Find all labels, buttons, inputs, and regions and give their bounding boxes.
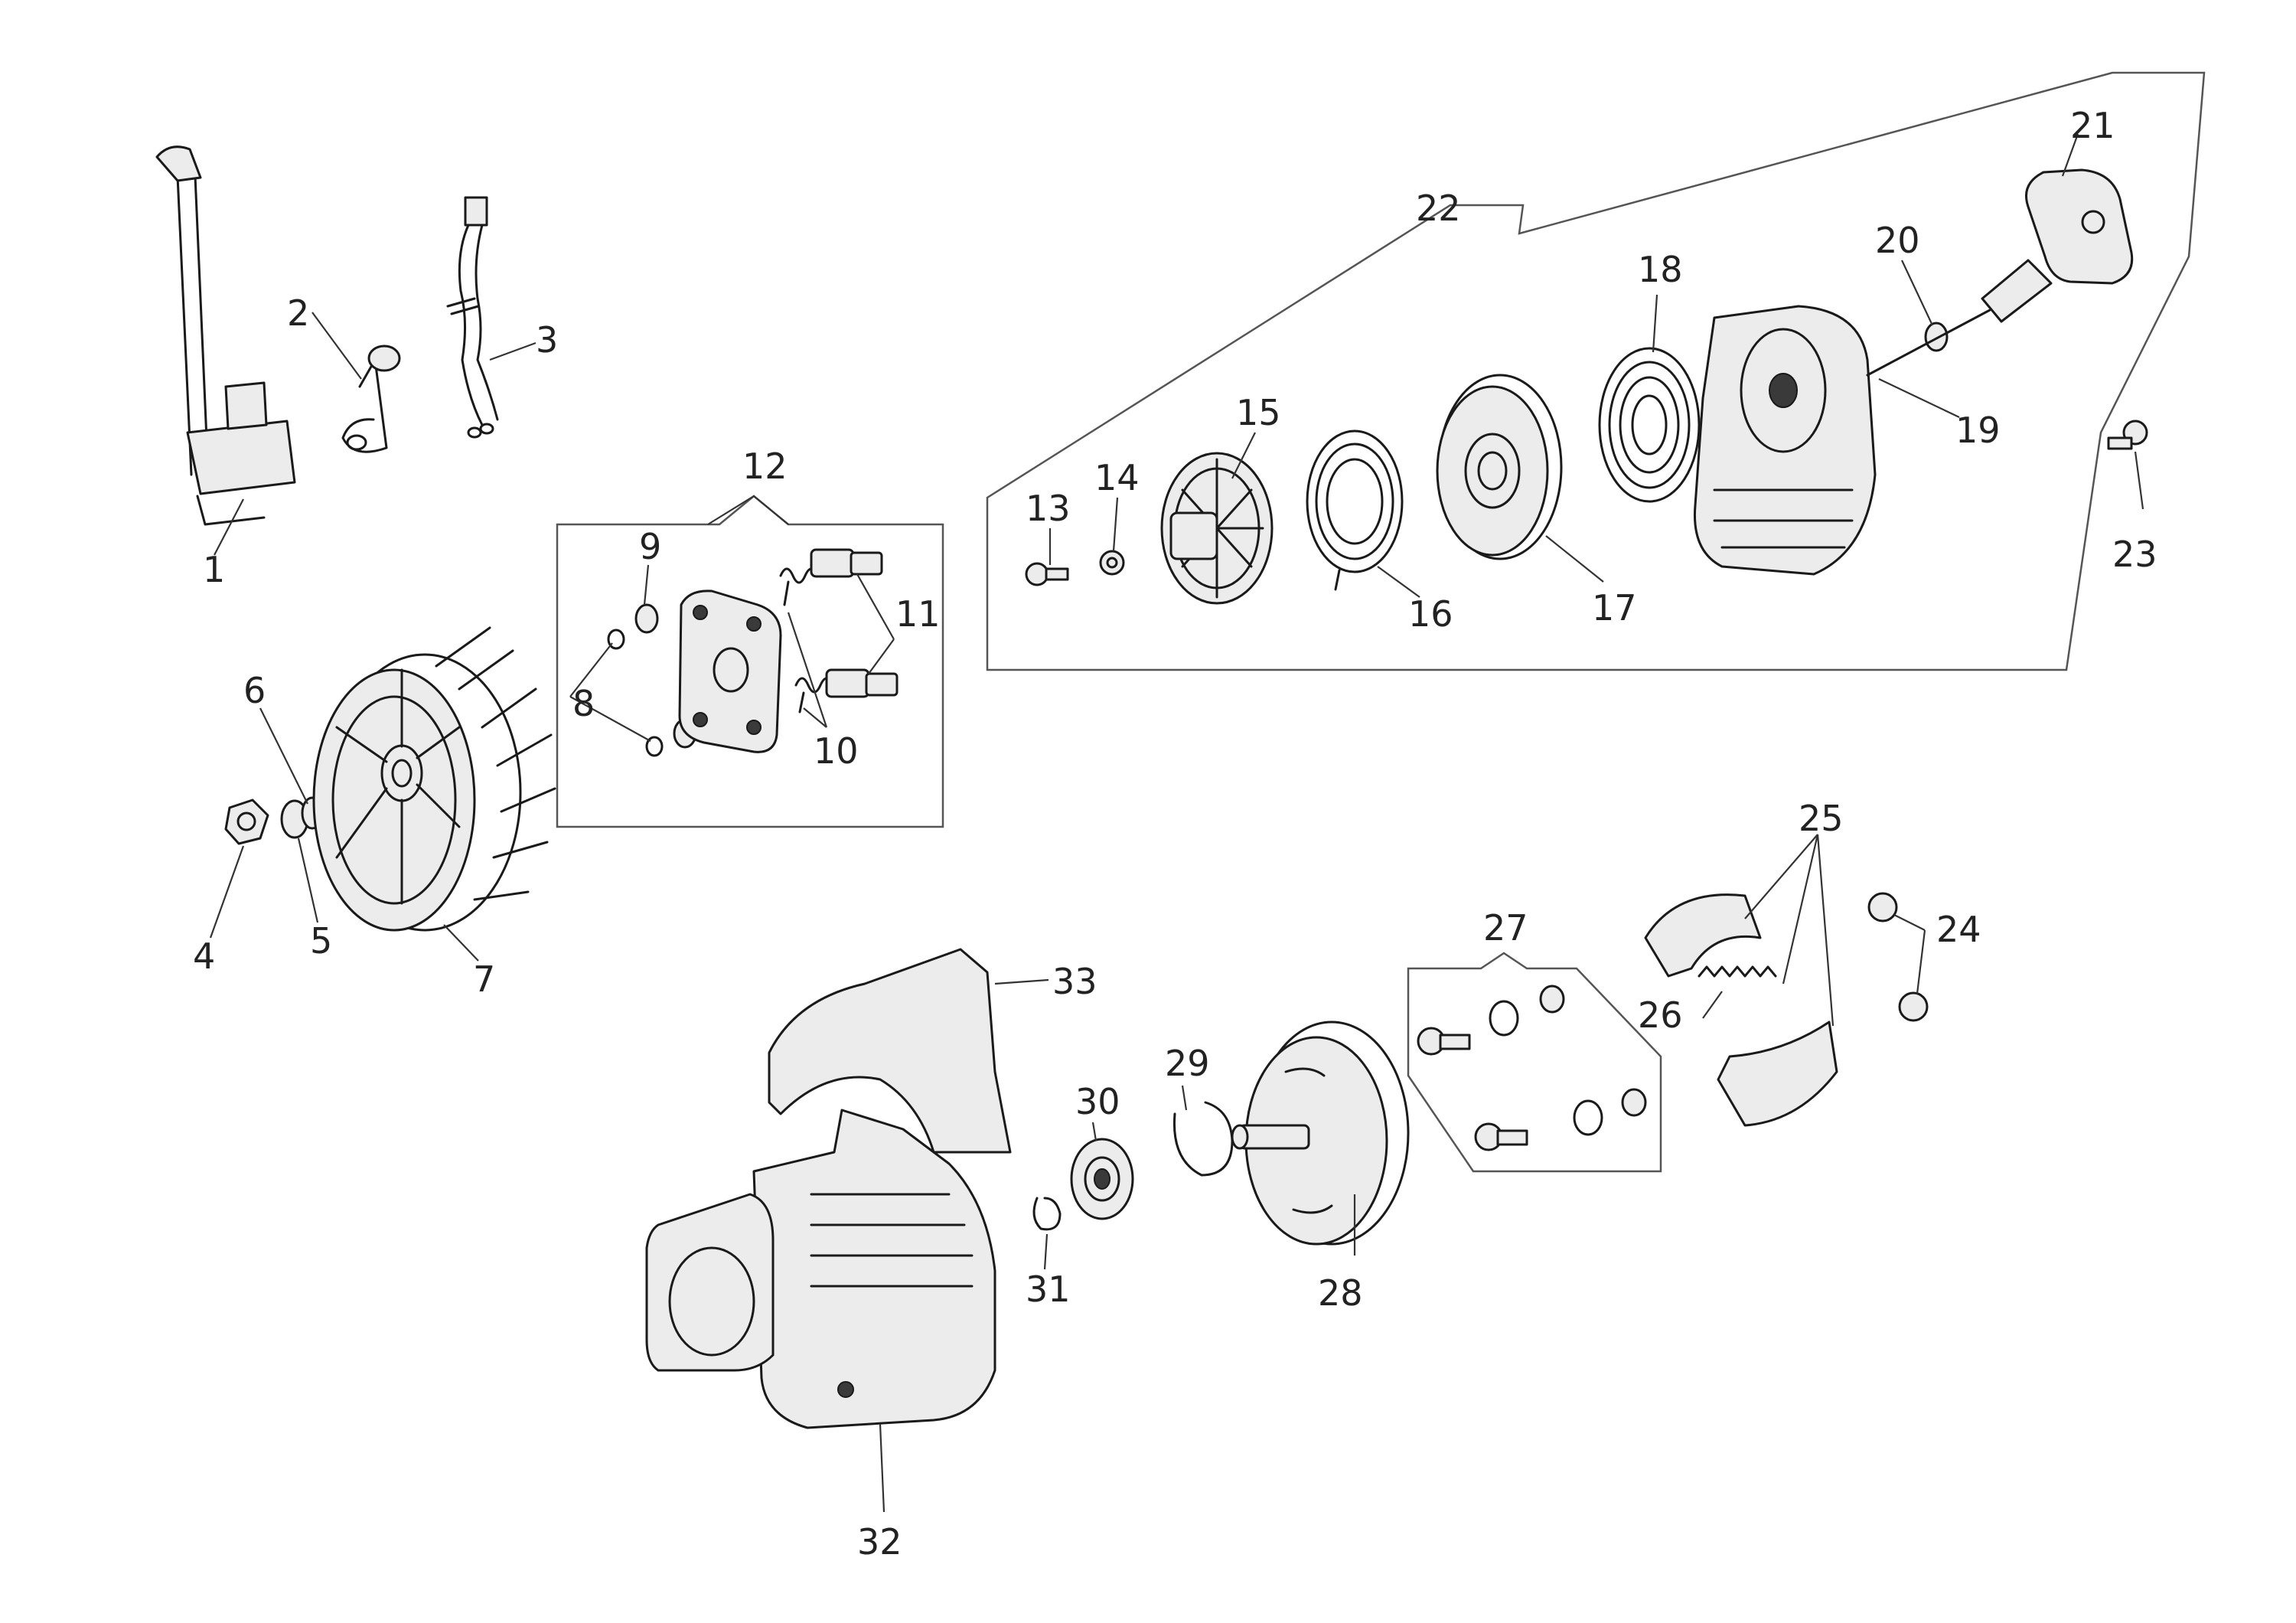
clutch-shoe-part-top: [1644, 893, 1762, 978]
bolt-part-23: [2107, 420, 2148, 450]
bearing-part: [1070, 1138, 1134, 1220]
ignition-coil-part: [155, 145, 296, 526]
rope-grommet-part: [1924, 322, 1949, 352]
circlip-part-29: [1172, 1101, 1234, 1177]
callout-19: 19: [1955, 410, 2001, 451]
callout-31: 31: [1026, 1269, 1071, 1310]
callout-6: 6: [243, 670, 266, 711]
clutch-drum-part: [1231, 1020, 1410, 1246]
nut-hole: [236, 812, 256, 831]
callout-13: 13: [1026, 488, 1071, 529]
callout-3: 3: [536, 319, 558, 361]
e-clip-part-bottom: [645, 736, 664, 757]
washer-part-14: [1099, 550, 1125, 576]
callout-32: 32: [857, 1521, 902, 1563]
callout-24: 24: [1936, 909, 1981, 950]
switch-plate-part: [678, 589, 782, 753]
pawl-plate-part: [1160, 452, 1274, 605]
callout-18: 18: [1638, 249, 1683, 290]
callout-25: 25: [1799, 798, 1844, 839]
clutch-spring-part: [1698, 965, 1777, 978]
callout-4: 4: [193, 936, 215, 977]
group-frame-switch-assembly: [556, 495, 944, 828]
e-clip-part-top: [607, 629, 625, 650]
wire-harness-part: [446, 196, 499, 439]
callout-29: 29: [1165, 1043, 1210, 1084]
callout-33: 33: [1052, 961, 1097, 1002]
recoil-spring-part: [1306, 429, 1404, 591]
callout-28: 28: [1318, 1272, 1363, 1314]
callout-17: 17: [1592, 587, 1637, 629]
callout-14: 14: [1094, 457, 1140, 498]
callout-26: 26: [1638, 994, 1683, 1036]
callout-11: 11: [895, 593, 941, 635]
coil-spring-part: [1598, 347, 1701, 503]
callout-22: 22: [1416, 188, 1461, 229]
screw-part-13: [1025, 562, 1069, 586]
clutch-bolt-set-part: [1417, 985, 1647, 1151]
group-frame-clutch-bolts: [1407, 952, 1662, 1173]
clutch-housing-part: [645, 1109, 996, 1429]
starter-handle-part: [1866, 168, 2134, 377]
washer-part-9-top: [634, 603, 659, 634]
callout-9: 9: [639, 526, 661, 567]
switch-pin-part-bottom: [825, 668, 899, 698]
leader-lines: [209, 133, 2144, 1513]
callout-16: 16: [1408, 593, 1453, 635]
snap-ring-part-31: [1032, 1197, 1062, 1231]
callout-27: 27: [1483, 907, 1528, 949]
callout-1: 1: [203, 549, 225, 590]
switch-pin-part-top: [810, 548, 883, 578]
callout-10: 10: [814, 730, 859, 772]
starter-pulley-part: [1436, 374, 1563, 560]
callout-30: 30: [1075, 1081, 1120, 1122]
washer-part-14-hole: [1106, 557, 1118, 569]
callout-21: 21: [2070, 105, 2115, 146]
callout-12: 12: [742, 446, 788, 487]
housing-cover-part: [768, 948, 1012, 1154]
callout-2: 2: [287, 292, 309, 334]
washer-part-24-top: [1867, 892, 1898, 923]
group-frame-starter-assembly: [986, 71, 2206, 671]
washer-part-24-bottom: [1898, 991, 1929, 1022]
callout-15: 15: [1236, 392, 1281, 433]
callout-labels: 1 2 3 4 5 6 7 8 9 10 11 12 13 14 15 16 1…: [193, 105, 2157, 1563]
callout-20: 20: [1875, 220, 1920, 261]
starter-housing-part: [1693, 305, 1877, 576]
callout-7: 7: [473, 958, 495, 1000]
callout-5: 5: [310, 920, 332, 962]
callout-8: 8: [572, 683, 595, 724]
clutch-shoe-part-bottom: [1717, 1020, 1838, 1127]
bracket-part: [341, 345, 401, 453]
flywheel-part: [312, 626, 556, 932]
nut-part: [224, 798, 269, 845]
callout-23: 23: [2112, 534, 2157, 575]
